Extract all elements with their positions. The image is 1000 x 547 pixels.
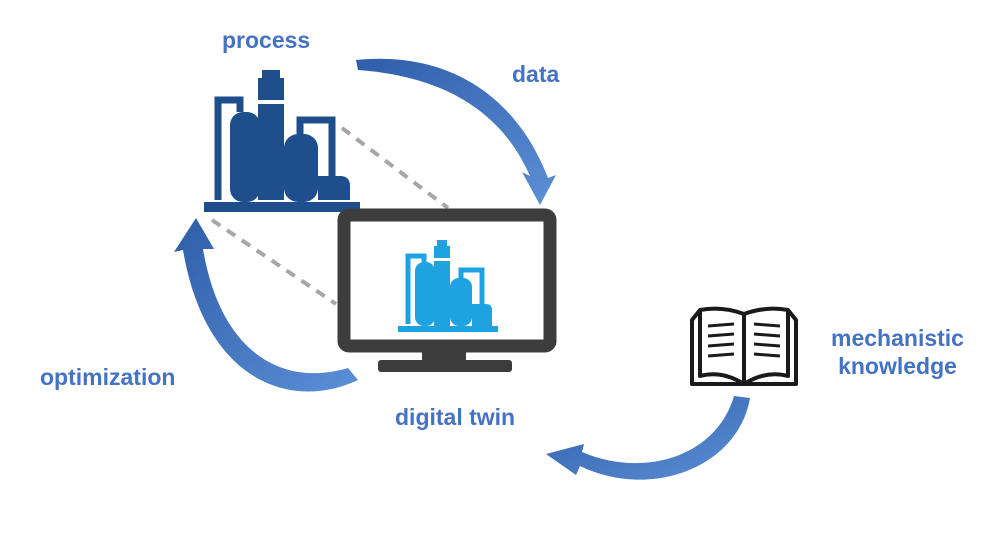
optimization-arrow [174,218,358,392]
mechanistic-knowledge-label: mechanistic knowledge [810,324,985,380]
optimization-label: optimization [40,364,176,390]
screen-plant-icon [398,240,498,332]
data-arrow [356,58,556,206]
monitor-icon [337,208,557,372]
mechanistic-label-line2: knowledge [838,353,957,379]
mechanistic-label-line1: mechanistic [831,325,964,351]
dashed-connector-lines [210,126,450,306]
open-book-icon [690,306,798,386]
digital-twin-label: digital twin [395,404,516,430]
process-label: process [222,27,311,53]
data-label: data [512,61,560,87]
knowledge-arrow [546,396,750,480]
industrial-plant-icon [204,70,360,212]
